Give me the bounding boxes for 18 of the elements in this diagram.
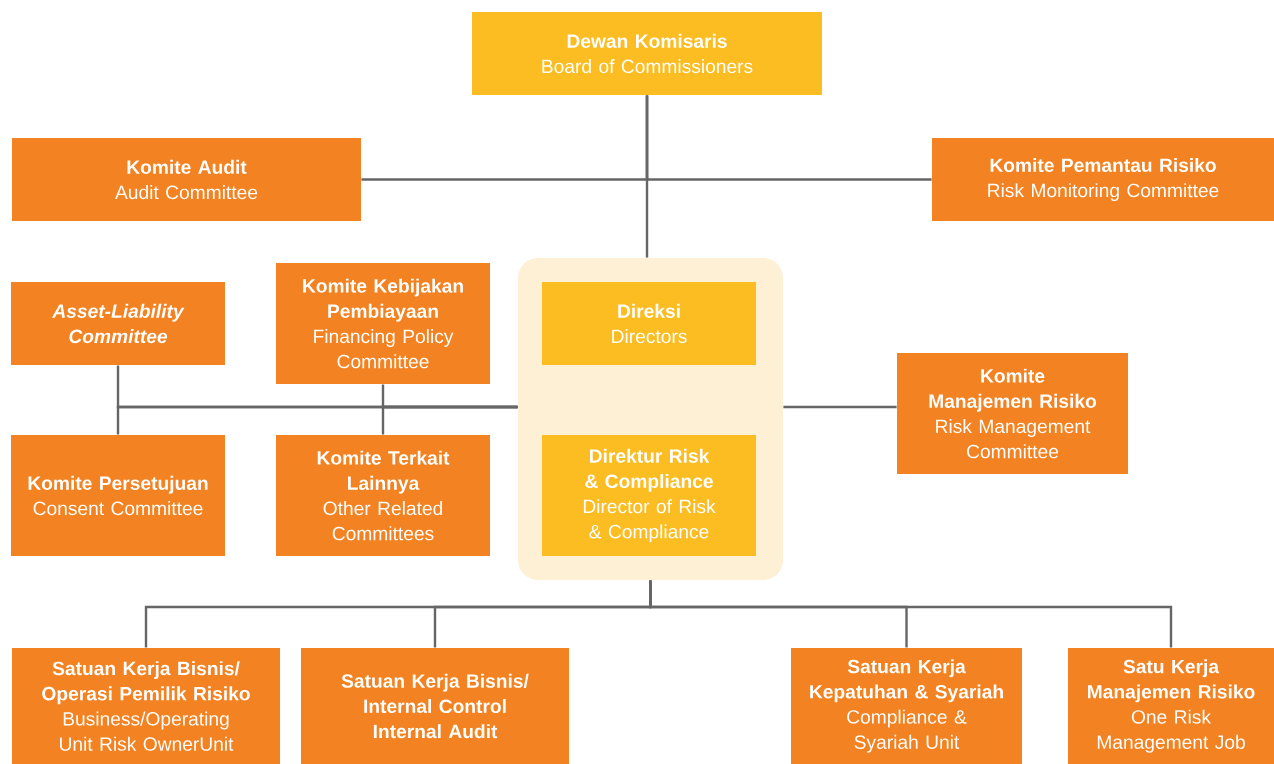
org-box: Direksi Directors: [542, 282, 756, 365]
org-box: Komite Manajemen Risiko Risk Management Committee: [897, 353, 1128, 474]
connector-line: [381, 405, 518, 435]
org-box: Dewan Komisaris Board of Commissioners: [472, 12, 822, 95]
org-box: Satu Kerja Manajemen Risiko One Risk Management Job: [1068, 648, 1274, 764]
org-box: Komite Audit Audit Committee: [12, 138, 361, 221]
org-box: Satuan Kerja Bisnis/ Internal Control Internal Audit: [301, 648, 569, 764]
connector-line: [649, 580, 1173, 648]
org-box: Komite Persetujuan Consent Committee: [11, 435, 225, 556]
org-box: Komite Terkait Lainnya Other Related Committees: [276, 435, 490, 556]
connector-line: [645, 95, 649, 258]
org-box: Satuan Kerja Bisnis/ Operasi Pemilik Risiko Business/Operating Unit Risk OwnerUnit: [12, 648, 280, 764]
org-box: Direktur Risk & Compliance Director of Risk & Compliance: [542, 435, 756, 556]
org-box: Satuan Kerja Kepatuhan & Syariah Compliance & Syariah Unit: [791, 648, 1022, 764]
org-box: Komite Pemantau Risiko Risk Monitoring Committee: [932, 138, 1274, 221]
org-box: Asset-Liability Committee: [11, 282, 225, 365]
org-box: Komite Kebijakan Pembiayaan Financing Policy Committee: [276, 263, 490, 384]
connector-line: [783, 405, 897, 409]
